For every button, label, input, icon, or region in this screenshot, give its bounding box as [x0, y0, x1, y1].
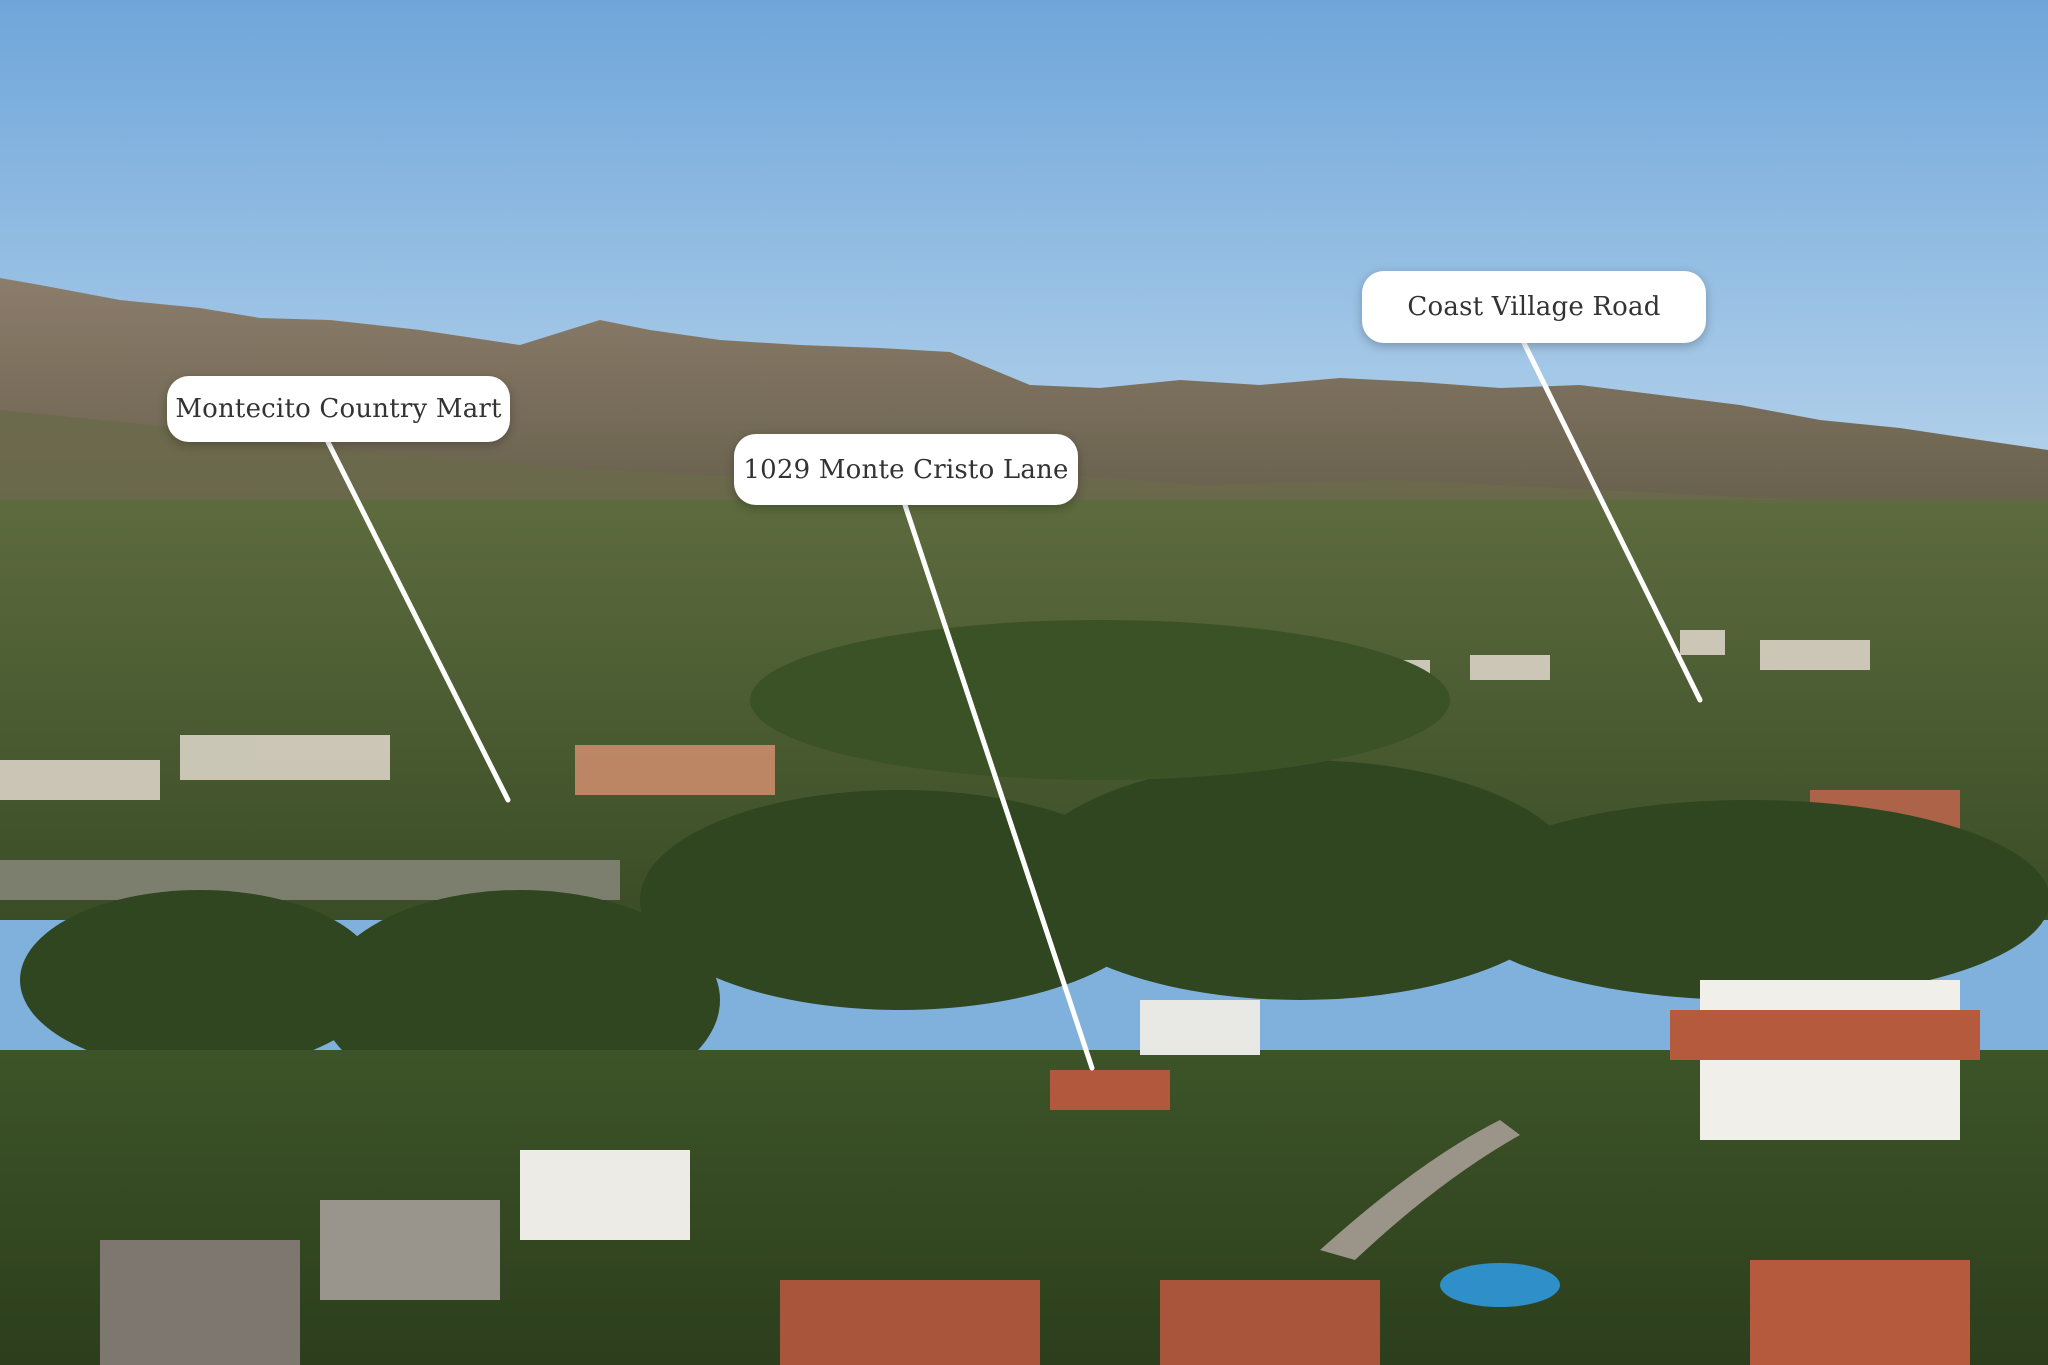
swimming-pool — [1440, 1263, 1560, 1307]
leader-line-coast — [1521, 340, 1703, 703]
label-coast-village-road: Coast Village Road — [1362, 271, 1706, 343]
label-montecito-country-mart: Montecito Country Mart — [167, 376, 510, 442]
tree-canopy — [20, 620, 2048, 1110]
leader-line-mart — [325, 439, 511, 803]
leader-lines — [325, 340, 1703, 1071]
driveway — [1320, 1120, 1520, 1260]
houses-foreground — [100, 980, 1980, 1365]
label-property-address: 1029 Monte Cristo Lane — [734, 434, 1078, 505]
leader-line-property — [902, 502, 1095, 1071]
